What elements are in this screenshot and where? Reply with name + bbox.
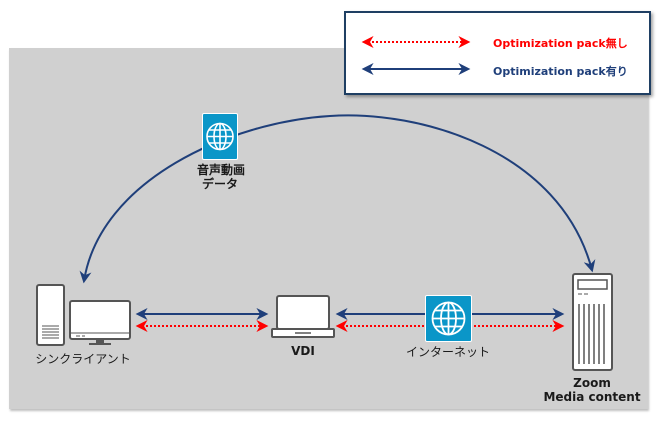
media-label-line1: 音声動画 [197,163,246,177]
media-arc-arrow [79,114,596,284]
server-label-line2: Media content [543,390,641,404]
server-tower-icon [572,273,613,371]
media-label-line2: データ [201,177,238,191]
vdi-label: VDI [291,344,315,358]
legend-graphics [361,36,471,75]
media-label: 音声動画 データ [197,163,246,191]
server-label: Zoom Media content [532,376,652,404]
background-panel [9,48,648,409]
laptop-icon [271,295,335,338]
media-globe-icon [202,113,238,160]
legend-box: Optimization pack無し Optimization pack有り [344,11,651,95]
legend-label-with-pack: Optimization pack有り [493,65,628,78]
desktop-pc-icon [36,284,131,346]
internet-label: インターネット [405,345,490,359]
client-label: シンクライアント [35,352,131,366]
server-label-line1: Zoom [573,376,611,390]
legend-label-without-pack: Optimization pack無し [493,37,628,50]
internet-globe-icon [425,295,472,342]
